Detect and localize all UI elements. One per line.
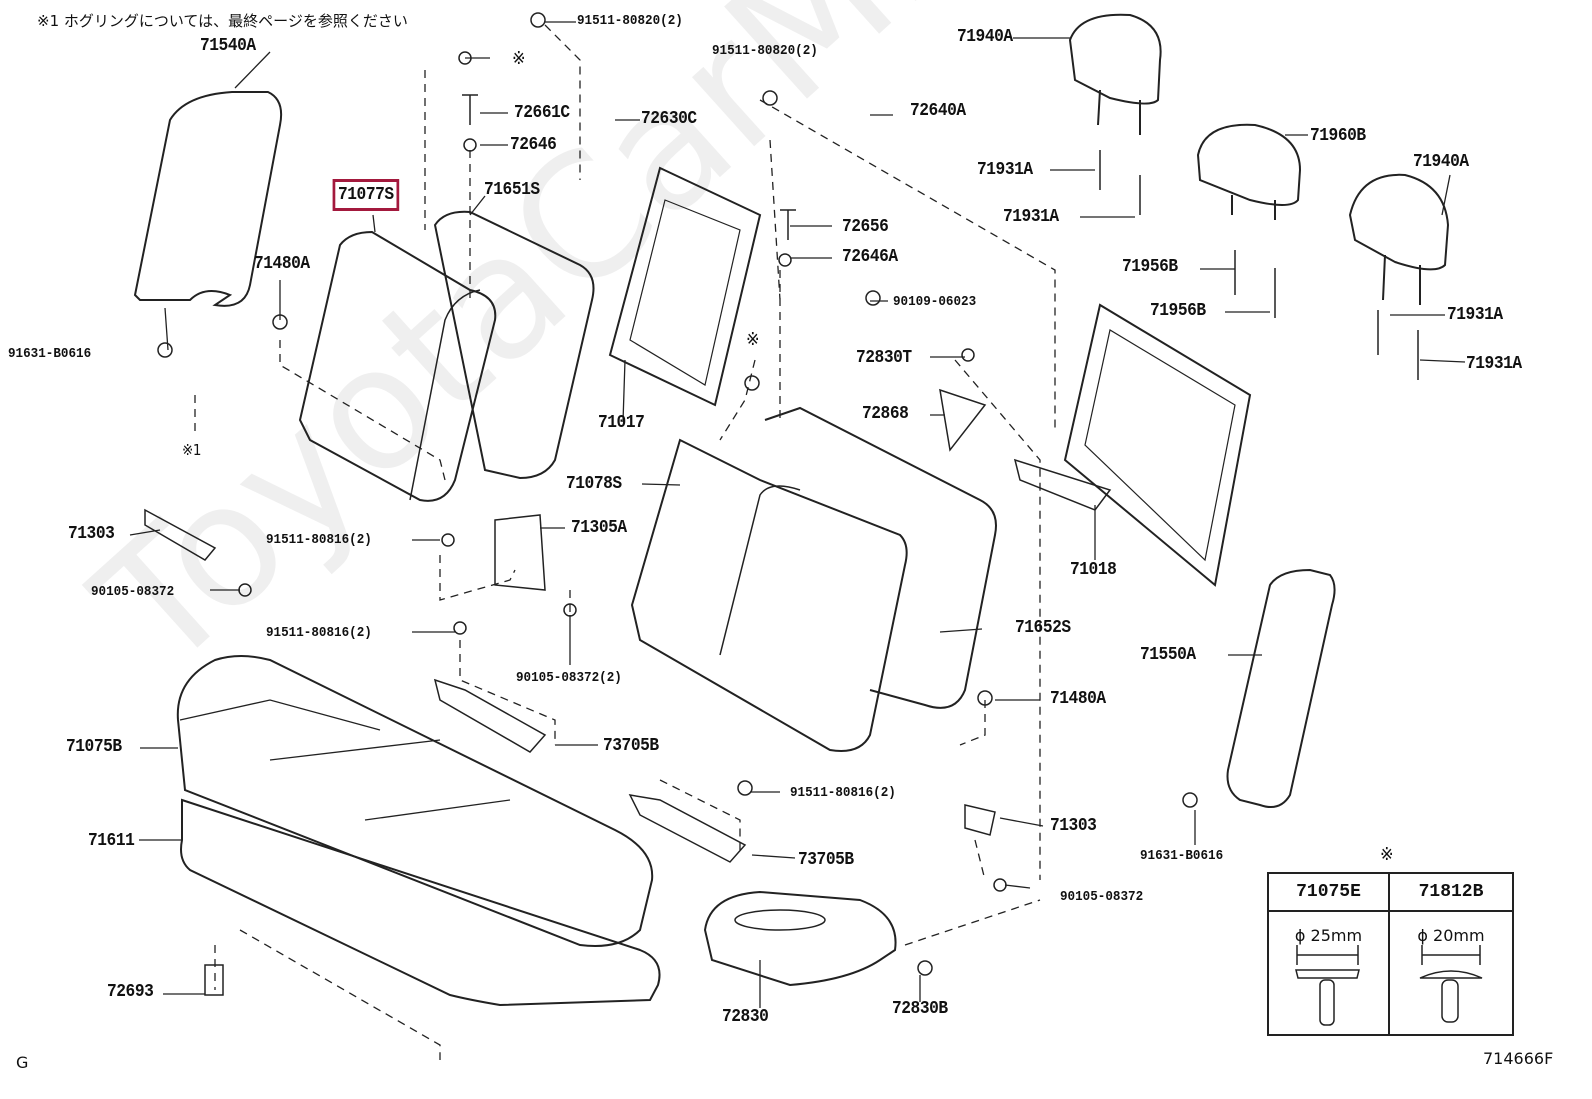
headrest-71940a-top [1068,13,1162,105]
headrest-71940a-right [1348,173,1450,271]
part-label[interactable]: 71956B [1150,301,1206,321]
clip-part-71075e[interactable]: 71075E [1269,874,1390,912]
part-label[interactable]: 71931A [1447,305,1503,325]
part-label-highlighted[interactable]: 71077S [332,179,400,211]
headrest-71960b [1196,123,1302,206]
part-label[interactable]: 72656 [842,217,889,237]
part-label[interactable]: 72830 [722,1007,769,1027]
seatback-pad-71651s [433,210,595,480]
part-label[interactable]: 71018 [1070,560,1117,580]
part-label[interactable]: 91511-80820(2) [577,13,683,29]
part-label[interactable]: 71940A [957,27,1013,47]
part-label[interactable]: 71651S [484,180,540,200]
part-label[interactable]: 91511-80820(2) [712,43,818,59]
clip-icon [530,12,546,28]
part-label[interactable]: 73705B [798,850,854,870]
part-label[interactable]: 71931A [977,160,1033,180]
part-label[interactable]: 72646 [510,135,557,155]
clip-reference-table: 71075E 71812B ϕ 25mm ϕ 20mm [1267,872,1514,1036]
hog-ring-reference-mark: ※1 [182,441,202,459]
part-label[interactable]: 71480A [1050,689,1106,709]
part-label[interactable]: 71611 [88,831,135,851]
footer-left-code: G [16,1053,29,1072]
seatback-frame-71017 [608,166,762,407]
part-label[interactable]: 71931A [1466,354,1522,374]
part-label[interactable]: 72830B [892,999,948,1019]
part-label[interactable]: 90105-08372 [1060,889,1144,905]
part-label[interactable]: 71305A [571,518,627,538]
part-label[interactable]: 71075B [66,737,122,757]
part-label[interactable]: 71017 [598,413,645,433]
side-bolster-left [133,91,283,307]
part-label[interactable]: 71940A [1413,152,1469,172]
seatback-cover-71078s [630,438,908,752]
part-label[interactable]: 73705B [603,736,659,756]
part-label[interactable]: 90105-08372 [91,584,175,600]
part-label[interactable]: 72646A [842,247,898,267]
seat-cushion-pad-71611 [180,798,661,1007]
seatback-frame-71018 [1063,303,1252,587]
part-label[interactable]: 71956B [1122,257,1178,277]
part-label[interactable]: 72868 [862,404,909,424]
clip-reference-mark: ※ [512,48,526,69]
part-label[interactable]: 72630C [641,109,697,129]
seatback-pad-71652s [764,406,997,709]
part-label[interactable]: 71303 [1050,816,1097,836]
part-label[interactable]: 71550A [1140,645,1196,665]
clip-diameter: ϕ 20mm [1417,926,1485,945]
part-label[interactable]: 71078S [566,474,622,494]
seat-cushion-cover-71075b [176,655,654,947]
seatback-cover-71077s [298,230,497,502]
part-label[interactable]: 91631-B0616 [1140,848,1224,864]
part-label[interactable]: 72693 [107,982,154,1002]
part-label[interactable]: 91511-80816(2) [266,625,372,641]
part-label[interactable]: 71540A [200,36,256,56]
clip-cell: ϕ 25mm [1269,912,1390,1034]
clip-part-71812b[interactable]: 71812B [1390,874,1512,912]
part-label[interactable]: 71652S [1015,618,1071,638]
clip-reference-mark: ※ [746,329,760,350]
part-label[interactable]: 91511-80816(2) [790,785,896,801]
side-bolster-right [1226,568,1336,808]
part-label[interactable]: 91631-B0616 [8,346,92,362]
part-label[interactable]: 71480A [254,254,310,274]
part-label[interactable]: 91511-80816(2) [266,532,372,548]
part-label[interactable]: 72830T [856,348,912,368]
part-label[interactable]: 90109-06023 [893,294,977,310]
part-label[interactable]: 71931A [1003,207,1059,227]
part-label[interactable]: 72661C [514,103,570,123]
part-label[interactable]: 71960B [1310,126,1366,146]
clip-cell: ϕ 20mm [1390,912,1512,1034]
clip-reference-mark: ※ [1380,844,1394,865]
part-label[interactable]: 71303 [68,524,115,544]
armrest-72830 [703,890,897,987]
diagram-id: 714666F [1483,1049,1554,1068]
part-label[interactable]: 90105-08372(2) [516,670,622,686]
clip-diameter: ϕ 25mm [1294,926,1363,945]
part-label[interactable]: 72640A [910,101,966,121]
hog-ring-note: ※1 ホグリングについては、最終ページを参照ください [37,12,408,30]
